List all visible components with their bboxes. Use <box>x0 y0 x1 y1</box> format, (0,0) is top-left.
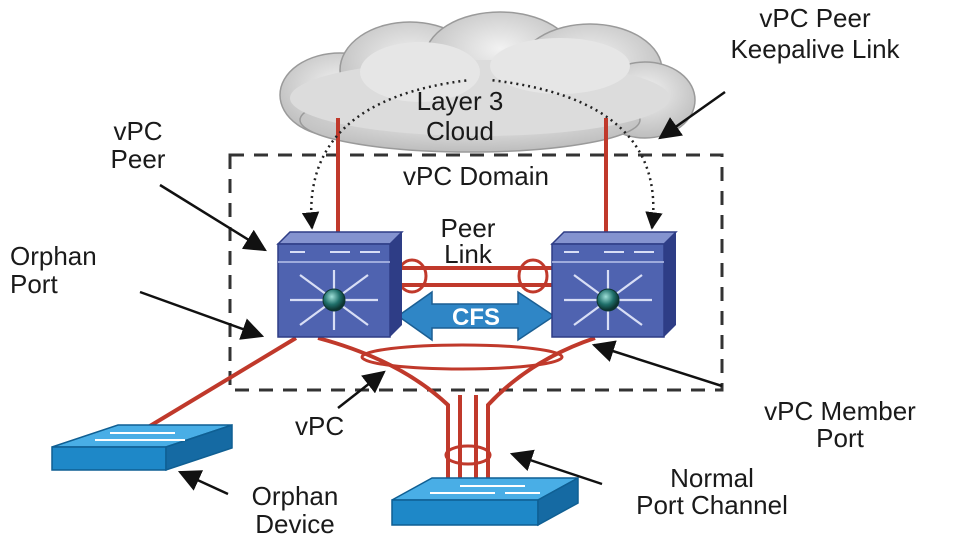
peer-link <box>390 258 558 294</box>
keepalive-label-line2: Keepalive Link <box>730 34 900 64</box>
vpc-domain-box <box>228 153 724 392</box>
pointer-vpc <box>337 370 386 409</box>
vpc-link-left <box>317 336 450 480</box>
normal-pc-label-line1: Normal <box>670 463 754 493</box>
pointer-orphan-device <box>177 470 229 496</box>
orphan-port-label-line2: Port <box>10 269 58 299</box>
pointer-vpc-peer <box>159 183 267 252</box>
cfs-arrow: CFS <box>396 290 556 342</box>
member-port-label-line1: vPC Member <box>764 396 916 426</box>
orphan-link <box>128 336 298 440</box>
keepalive-link-right <box>489 78 663 230</box>
pointer-orphan-port <box>139 290 265 340</box>
pointer-member-port <box>591 340 723 388</box>
nexus-switch-icon <box>550 231 678 338</box>
port-channel-ellipse <box>444 444 492 466</box>
keepalive-link-left <box>301 78 471 230</box>
vpc-bundle-ellipse <box>360 343 564 371</box>
member-port-label-line2: Port <box>816 423 864 453</box>
peer-link-label-line2: Link <box>444 239 493 269</box>
vpc-label: vPC <box>295 411 344 441</box>
cloud-label-line2: Cloud <box>426 116 494 146</box>
pointer-keepalive <box>658 90 726 140</box>
nexus-switch-icon <box>276 231 404 338</box>
vpc-peer-label-line1: vPC <box>113 116 162 146</box>
normal-pc-label-line2: Port Channel <box>636 490 788 520</box>
orphan-port-label-line1: Orphan <box>10 241 97 271</box>
cloud-label-line1: Layer 3 <box>417 86 504 116</box>
keepalive-label-line1: vPC Peer <box>759 3 871 33</box>
orphan-device-label-line2: Device <box>255 509 334 539</box>
vpc-link-right <box>486 336 596 480</box>
access-links <box>128 336 596 480</box>
peer-link-label-line1: Peer <box>441 213 496 243</box>
layer2-switch-icon <box>391 476 579 527</box>
vpc-domain-label: vPC Domain <box>403 161 549 191</box>
pointer-normal-pc <box>509 449 603 486</box>
layer2-switch-icon <box>51 423 233 472</box>
orphan-device-label-line1: Orphan <box>252 481 339 511</box>
cfs-label: CFS <box>452 304 500 331</box>
vpc-peer-label-line2: Peer <box>111 144 166 174</box>
